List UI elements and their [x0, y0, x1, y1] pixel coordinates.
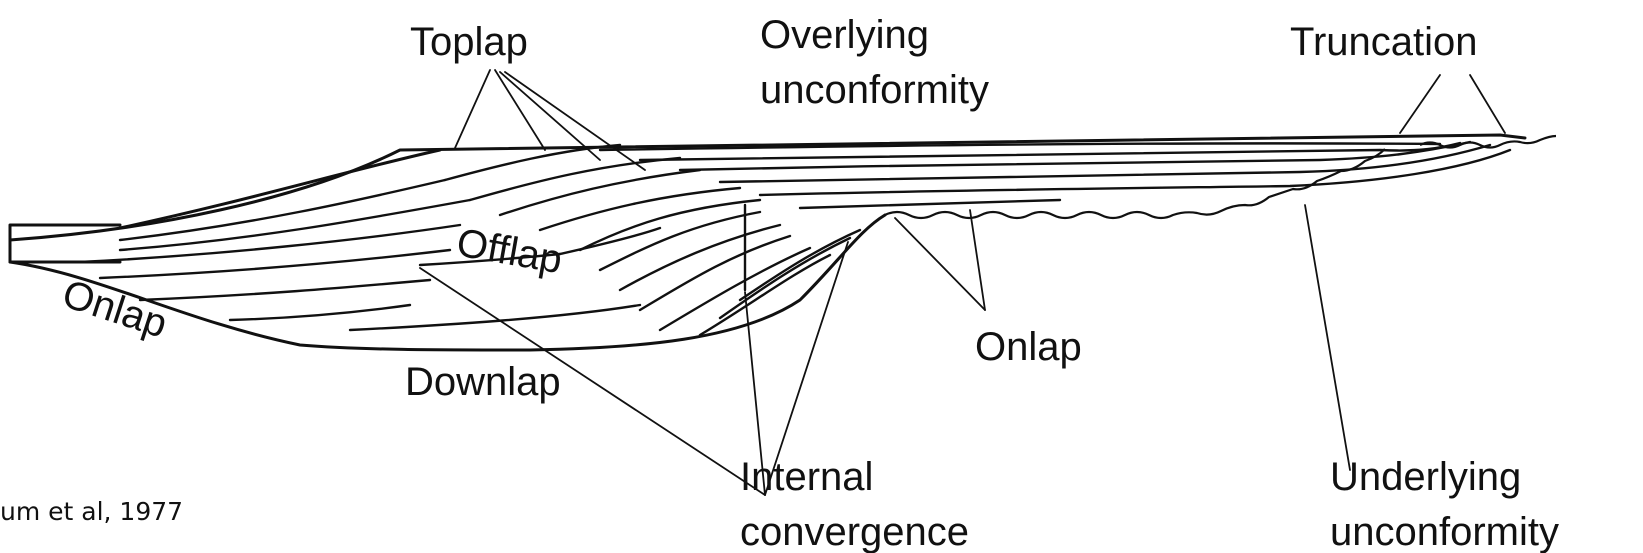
onlap-right-label: Onlap	[975, 325, 1082, 369]
clinoform-line	[640, 236, 790, 310]
bed-line	[120, 200, 470, 250]
underlying-unconformity-label-line1: Underlying	[1330, 455, 1521, 499]
bed-line	[140, 280, 430, 300]
overlying-beds	[600, 142, 1510, 208]
toplap-label: Toplap	[410, 20, 528, 64]
clinoform-line	[660, 248, 810, 330]
onlap-leader	[895, 218, 985, 310]
downlap-label: Downlap	[405, 360, 561, 404]
clinoform-line	[560, 228, 660, 254]
onlap-left-label: Onlap	[57, 272, 172, 347]
clinoform-line	[720, 238, 850, 318]
internal-convergence-label-line1: Internal	[740, 455, 873, 499]
overlying-unconformity-label-line1: Overlying	[760, 13, 929, 57]
labels: Toplap Overlying unconformity Truncation…	[0, 13, 1559, 553]
bed-line	[230, 305, 410, 320]
onlap-leader	[970, 210, 985, 310]
parallel-bed	[800, 200, 1060, 208]
leader-lines	[420, 70, 1505, 495]
truncation-label: Truncation	[1290, 20, 1478, 64]
truncation-leader	[1400, 75, 1440, 133]
bed-line	[100, 250, 450, 278]
internal-convergence-label-line2: convergence	[740, 510, 969, 553]
clinoform-line	[620, 225, 780, 290]
offlap-label: Offlap	[453, 221, 565, 283]
underlying-unconformity-leader	[1305, 205, 1350, 470]
clinoform-line	[600, 212, 760, 270]
clinoform-line	[500, 170, 700, 215]
toplap-leader	[455, 70, 490, 148]
truncation-leader	[1470, 75, 1505, 133]
underlying-unconformity-label-line2: unconformity	[1330, 510, 1559, 553]
overlying-unconformity-label-line2: unconformity	[760, 68, 989, 112]
citation-text: um et al, 1977	[0, 497, 183, 526]
